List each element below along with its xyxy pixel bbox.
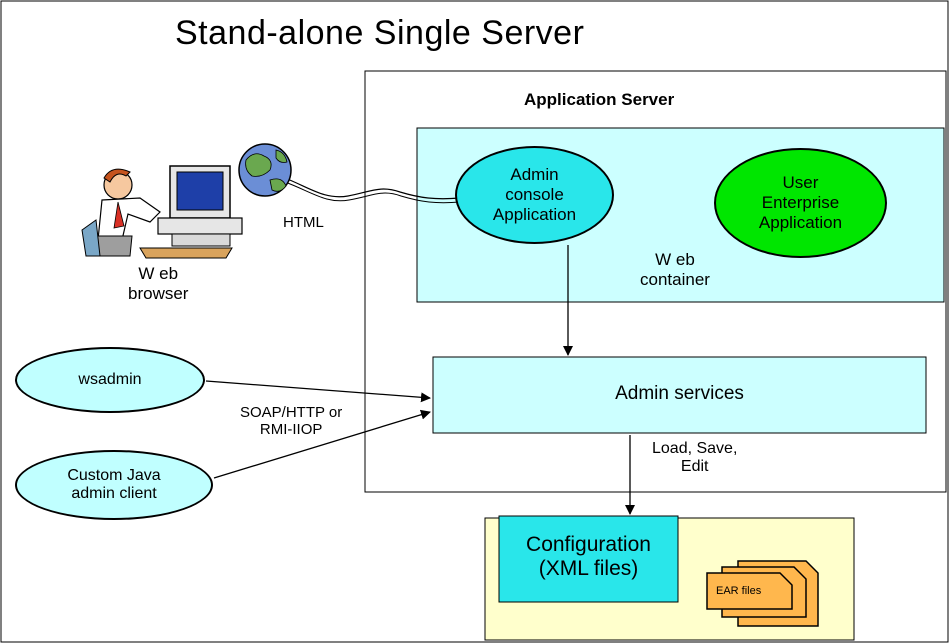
- web-browser-line2: browser: [128, 283, 189, 303]
- protocol-label: SOAP/HTTP or RMI-IIOP: [240, 404, 342, 439]
- configuration-line2: (XML files): [538, 557, 639, 581]
- protocol-line2: RMI-IIOP: [259, 421, 323, 439]
- admin-services-label: Admin services: [615, 383, 744, 404]
- load-save-edit-line2: Edit: [680, 458, 709, 476]
- configuration-label: Configuration (XML files): [499, 533, 678, 581]
- wsadmin-client: wsadmin: [15, 347, 205, 413]
- globe-icon: [238, 143, 292, 197]
- custom-client-line2: admin client: [71, 485, 157, 502]
- web-browser-person-icon: [81, 165, 243, 259]
- user-enterprise-application: User Enterprise Application: [714, 148, 887, 258]
- load-save-edit-line1: Load, Save,: [652, 440, 738, 457]
- web-browser-line1: W eb: [138, 264, 179, 283]
- wsadmin-label: wsadmin: [78, 371, 142, 388]
- web-browser-label: W eb browser: [128, 264, 188, 303]
- diagram-title: Stand-alone Single Server: [175, 14, 585, 52]
- client-to-services-arrow: [213, 409, 431, 479]
- user-app-line2: Enterprise: [761, 193, 840, 212]
- ear-files-label: EAR files: [716, 585, 762, 597]
- admin-console-line3: Application: [492, 205, 577, 224]
- web-container-label: W eb container: [640, 250, 710, 289]
- custom-java-admin-client: Custom Java admin client: [15, 450, 213, 520]
- html-link-label: HTML: [283, 214, 324, 231]
- admin-console-line1: Admin: [510, 165, 559, 184]
- admin-console-line2: console: [505, 185, 564, 204]
- ear-file-front: [706, 572, 793, 610]
- user-app-line1: User: [782, 173, 819, 192]
- web-container-line1: W eb: [655, 250, 695, 269]
- configuration-line1: Configuration: [526, 533, 651, 556]
- configuration-box: [498, 515, 679, 603]
- application-server-label: Application Server: [524, 90, 675, 109]
- protocol-line1: SOAP/HTTP or: [240, 404, 343, 421]
- load-save-edit-label: Load, Save, Edit: [652, 440, 737, 477]
- user-app-line3: Application: [758, 213, 843, 232]
- admin-console-application: Admin console Application: [455, 146, 614, 244]
- web-container-line2: container: [640, 269, 710, 289]
- custom-client-line1: Custom Java: [67, 467, 161, 484]
- html-cable-2: [284, 181, 461, 204]
- html-cable: [284, 177, 461, 200]
- admin-services-box: [432, 356, 927, 434]
- wsadmin-to-services-arrow: [205, 380, 431, 403]
